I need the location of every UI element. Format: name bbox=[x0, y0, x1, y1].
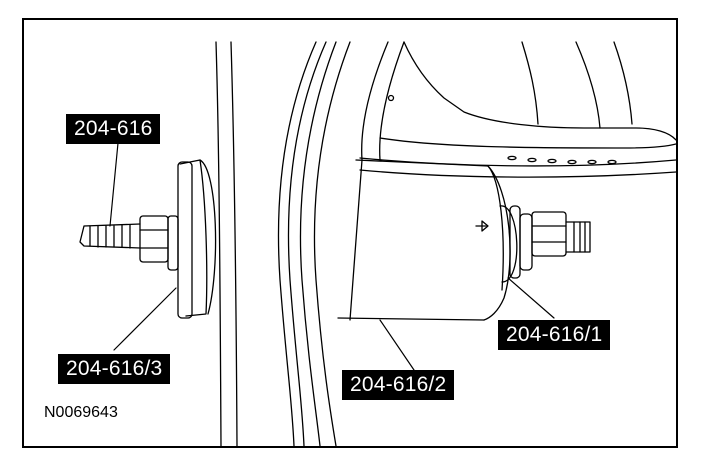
callout-204-616-1: 204-616/1 bbox=[498, 320, 611, 350]
leader-lines bbox=[109, 142, 555, 371]
callout-204-616-2: 204-616/2 bbox=[342, 370, 455, 400]
receiver-cup bbox=[337, 159, 511, 321]
left-flange-and-stud bbox=[79, 159, 217, 319]
right-nut-and-stud bbox=[499, 205, 591, 283]
figure-id: N0069643 bbox=[44, 404, 118, 421]
body-panel bbox=[359, 41, 676, 178]
illustration-frame: 204-616 204-616/3 204-616/2 204-616/1 N0… bbox=[22, 18, 678, 448]
callout-204-616: 204-616 bbox=[66, 114, 161, 144]
callout-204-616-3: 204-616/3 bbox=[58, 354, 171, 384]
housing-wall bbox=[215, 41, 238, 446]
installer-tool-line-drawing bbox=[79, 41, 676, 446]
frame-rails bbox=[277, 41, 405, 446]
